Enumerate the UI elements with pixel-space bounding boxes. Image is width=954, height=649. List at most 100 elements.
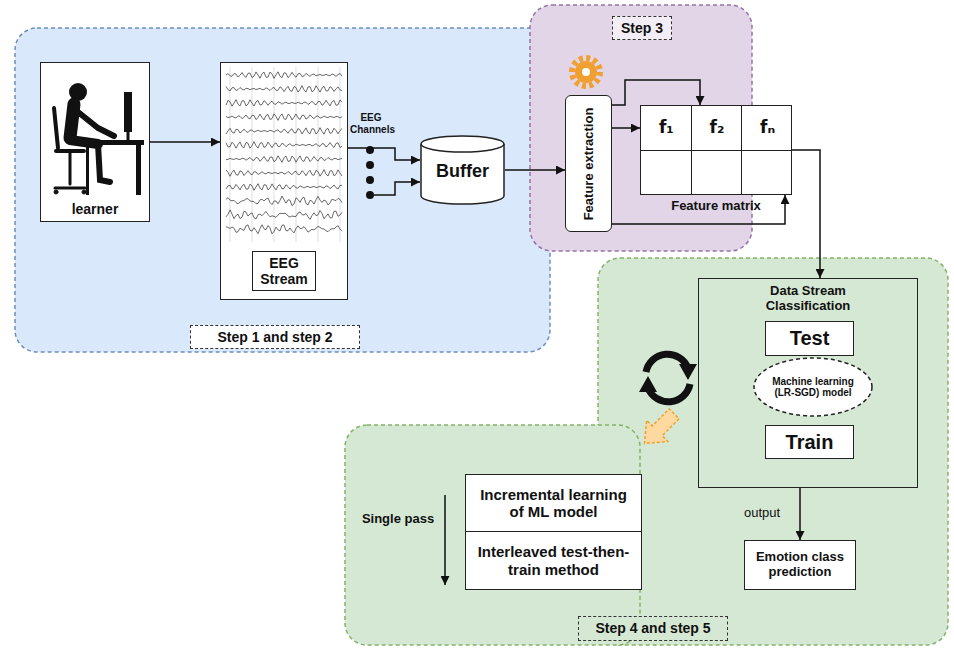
eeg-waveform [226,225,342,234]
ellipse-outline [754,358,872,416]
channel-line [374,182,420,195]
node-text: Feature extraction [581,107,596,220]
channel-dot [366,176,374,184]
eeg-waveform [226,67,342,242]
edge-label: output [744,506,780,521]
process-box: Feature extraction [565,95,612,232]
table-cell: f₁ [641,106,692,150]
node-text: Interleaved test-then-train method [472,543,635,578]
eeg-stream-box: EEG Stream [220,62,348,300]
table-rule [741,106,742,194]
learner-figure [78,112,114,136]
eeg-waveform [226,86,342,93]
step-label: Step 3 [612,16,672,40]
model-ellipse: Machine learning (LR-SGD) model [753,357,873,417]
eeg-waveform [226,170,342,177]
learner-figure [127,132,130,140]
flow-arrow [799,488,801,540]
learner-figure [54,190,58,194]
table-cell: fₙ [742,106,793,150]
eeg-waveform [226,114,342,121]
cycle-icon [679,364,697,380]
classifier-box: Data Stream ClassificationTestMachine le… [698,278,918,488]
flow-arrow [348,148,420,160]
annotation-label: Single pass [356,512,440,527]
table-caption: Feature matrix [641,199,791,214]
learner-figure [82,190,86,194]
cycle-icon [646,354,688,372]
gear-icon [582,68,590,76]
node-text: Machine learning (LR-SGD) model [766,376,860,399]
learner-figure [98,144,110,182]
annotation-label: EEG Channels [350,112,392,135]
eeg-waveform [226,142,342,149]
table-cell: f₂ [692,106,743,150]
box-fill [220,62,348,300]
flow-arrow [612,127,640,129]
gear-icon [572,58,600,86]
learner-figure [124,92,132,132]
buffer-cylinder: Buffer [420,135,505,205]
eeg-waveform [226,210,342,220]
step-label: Step 4 and step 5 [578,616,728,641]
node-text: Emotion class prediction [751,550,849,580]
learner-figure [136,145,141,195]
cycle-icon [639,376,657,392]
flow-arrow [612,80,700,105]
node-text: Buffer [420,161,505,182]
region-shape [15,28,550,352]
eeg-waveform [226,128,342,135]
eeg-waveform [226,72,342,79]
table-rule [641,150,791,151]
flow-arrow [150,141,220,143]
cycle-icon [639,354,697,402]
channel-dot [366,146,374,154]
eeg-waveform [318,67,319,242]
flow-arrow [505,169,565,171]
buffer-outline [421,144,504,152]
step-region: Step 1 and step 2 learnerEEG Stream Buffer [15,28,550,352]
channel-dot [366,161,374,169]
cycle-icon [648,384,690,402]
gear-icon [572,58,600,86]
eeg-waveform [226,100,342,107]
gear-icon [575,61,597,83]
box-fill [40,62,348,300]
eeg-waveform [226,156,342,163]
pointer-arrow [634,403,685,454]
process-box: Emotion class prediction [744,540,856,590]
learner-figure [69,151,72,184]
step-region: Step 4 and step 5 Data Stream Classificat… [345,258,948,645]
step-label: Step 1 and step 2 [190,325,360,349]
learner-box: learner [40,62,150,222]
eeg-waveform [226,196,342,206]
process-box: Test [765,321,854,356]
process-box: Train [765,425,854,459]
region-shape [598,258,948,645]
flow-arrow [792,150,820,278]
region-shape [15,5,948,645]
learner-figure [70,140,98,144]
channel-dot [366,146,374,199]
learner-figure [55,187,85,190]
channel-dot [366,191,374,199]
box-fill [40,62,150,222]
eeg-waveform [226,184,342,191]
node-text: Incremental learning of ML model [472,486,635,521]
buffer-outline [421,136,504,204]
node-text: Data Stream Classification [752,284,864,314]
node-text: learner [41,201,149,217]
learner-figure [54,83,144,195]
node-text: EEG Stream [252,251,316,291]
eeg-waveform [274,67,275,242]
process-box: Interleaved test-then-train method [465,531,642,590]
node-text: Train [786,431,834,454]
eeg-waveform [252,67,253,242]
eeg-waveform [340,67,341,242]
step-region: Step 3Feature extractionf₁f₂fₙFeature ma… [530,5,752,251]
node-text: Test [790,327,830,350]
learner-figure [86,145,89,195]
single-pass-arrow [444,495,446,585]
process-box: Incremental learning of ML model [465,474,642,532]
